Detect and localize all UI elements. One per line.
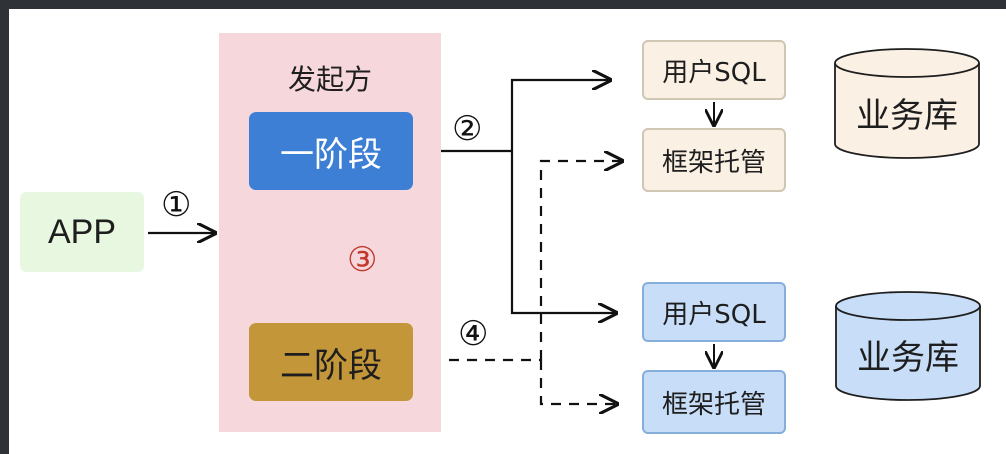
step2-label: ②	[452, 109, 483, 149]
top-db-cylinder	[834, 48, 980, 159]
arrow-step4-top	[539, 161, 622, 360]
bottom-db-cylinder	[835, 291, 981, 401]
step4-label: ④	[458, 314, 489, 354]
initiator-title: 发起方	[287, 63, 372, 96]
app-box: APP	[20, 192, 144, 272]
top-framework-box: 框架托管	[642, 128, 786, 192]
arrow-step2-top	[510, 80, 610, 151]
top-db-label: 业务库	[856, 96, 958, 136]
step3-label: ③	[347, 240, 378, 280]
phase2-box: 二阶段	[249, 323, 413, 401]
arrow-step2-bottom	[510, 151, 616, 313]
bottom-user-sql-box: 用户SQL	[642, 282, 786, 342]
bottom-db-label: 业务库	[857, 338, 959, 378]
phase1-box: 一阶段	[249, 112, 413, 190]
arrow-step4-bottom	[539, 360, 617, 404]
step1-label: ①	[161, 185, 192, 225]
bottom-framework-box: 框架托管	[642, 370, 786, 434]
top-user-sql-box: 用户SQL	[642, 40, 786, 100]
